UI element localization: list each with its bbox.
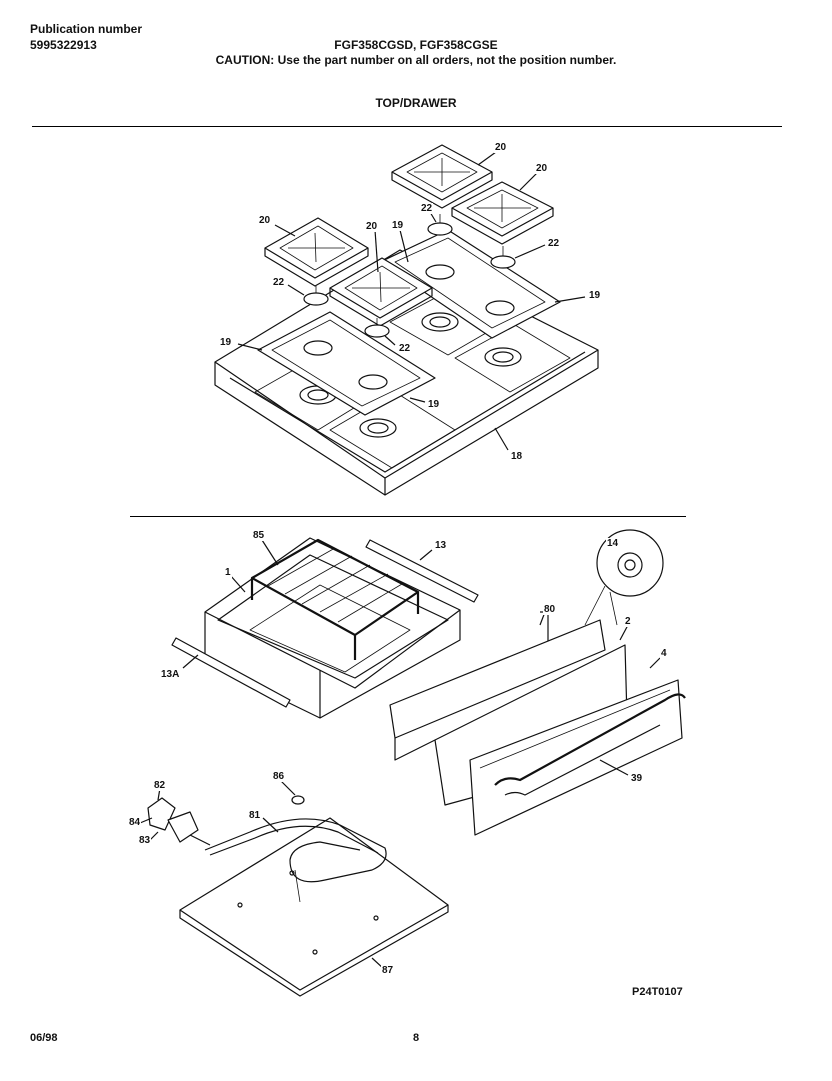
broiler-clip: [291, 795, 305, 805]
burner-caps: [303, 214, 516, 338]
callout-87: 87: [381, 965, 395, 976]
callout-13a: 13A: [160, 669, 181, 680]
drawer-body: [204, 537, 461, 719]
drawer-front-assembly: [389, 611, 686, 836]
callout-20-b: 20: [365, 221, 379, 232]
callout-19-b: 19: [219, 337, 233, 348]
callout-20-c: 20: [494, 142, 508, 153]
caution-text: CAUTION: Use the part number on all orde…: [215, 53, 617, 67]
callout-39: 39: [630, 773, 644, 784]
figure-id: P24T0107: [632, 986, 683, 998]
broiler-burner: [204, 818, 387, 903]
burner-bowls: [257, 229, 561, 416]
drawer-slides: [171, 539, 479, 708]
section-title: TOP/DRAWER: [375, 96, 457, 110]
callout-20-d: 20: [535, 163, 549, 174]
callout-82: 82: [153, 780, 167, 791]
drawer-rack: [250, 538, 420, 660]
callout-22-a: 22: [272, 277, 286, 288]
drawer-leader-lines: [182, 539, 661, 776]
section-divider: [130, 516, 686, 517]
callout-14: 14: [606, 538, 620, 549]
model-numbers: FGF358CGSD, FGF358CGSE: [334, 38, 498, 52]
broiler-pan: [179, 817, 449, 997]
burner-grates: [264, 144, 554, 327]
callout-22-b: 22: [398, 343, 412, 354]
publication-label: Publication number: [30, 22, 143, 36]
callout-1: 1: [224, 567, 232, 578]
callout-13: 13: [434, 540, 448, 551]
knob-detail: [584, 529, 664, 626]
callout-83: 83: [138, 835, 152, 846]
callout-18: 18: [510, 451, 524, 462]
header-divider: [32, 126, 782, 127]
broiler-valve: [147, 797, 211, 846]
revision-date: 06/98: [30, 1032, 58, 1044]
callout-2: 2: [624, 616, 632, 627]
callout-81: 81: [248, 810, 262, 821]
callout-22-c: 22: [420, 203, 434, 214]
callout-22-d: 22: [547, 238, 561, 249]
callout-19-a: 19: [391, 220, 405, 231]
publication-number: 5995322913: [30, 38, 97, 52]
callout-80: 80: [543, 604, 557, 615]
callout-19-d: 19: [588, 290, 602, 301]
callout-20-a: 20: [258, 215, 272, 226]
callout-19-c: 19: [427, 399, 441, 410]
callout-86: 86: [272, 771, 286, 782]
callout-4: 4: [660, 648, 668, 659]
callout-85: 85: [252, 530, 266, 541]
top-leader-lines: [237, 151, 586, 451]
page-number: 8: [412, 1032, 420, 1044]
callout-84: 84: [128, 817, 142, 828]
